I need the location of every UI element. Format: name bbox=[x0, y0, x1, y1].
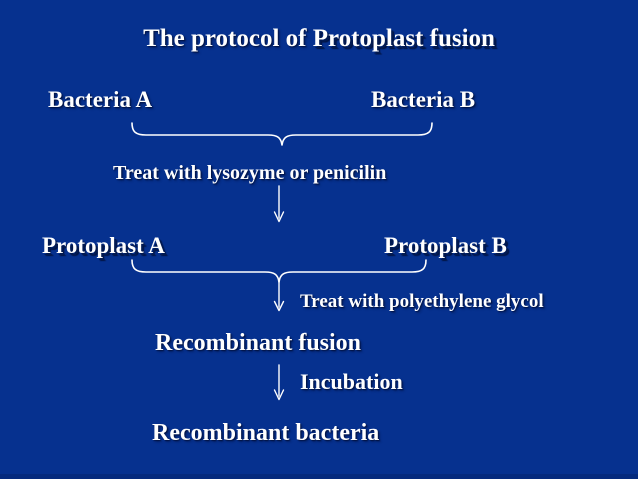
slide-title: The protocol of Protoplast fusion bbox=[0, 26, 638, 51]
arrow-down-1-icon bbox=[273, 185, 285, 223]
step-incubation: Incubation bbox=[300, 369, 403, 394]
arrow-down-2-icon bbox=[273, 280, 285, 312]
step-bacteria-a: Bacteria A bbox=[48, 87, 153, 112]
arrow-down-3-icon bbox=[273, 364, 285, 401]
title-part-2: Protoplast fusion bbox=[312, 25, 495, 52]
step-treat-lysozyme: Treat with lysozyme or penicilin bbox=[113, 162, 387, 184]
step-recombinant-fusion: Recombinant fusion bbox=[155, 330, 362, 356]
step-treat-peg: Treat with polyethylene glycol bbox=[300, 291, 544, 312]
step-bacteria-b: Bacteria B bbox=[371, 87, 476, 112]
slide-bottom-strip bbox=[0, 474, 638, 479]
step-recombinant-bacteria: Recombinant bacteria bbox=[152, 420, 380, 446]
brace-top-icon bbox=[131, 122, 433, 146]
title-part-1: The protocol of bbox=[143, 25, 313, 52]
step-protoplast-a: Protoplast A bbox=[42, 233, 165, 258]
step-protoplast-b: Protoplast B bbox=[384, 233, 507, 258]
